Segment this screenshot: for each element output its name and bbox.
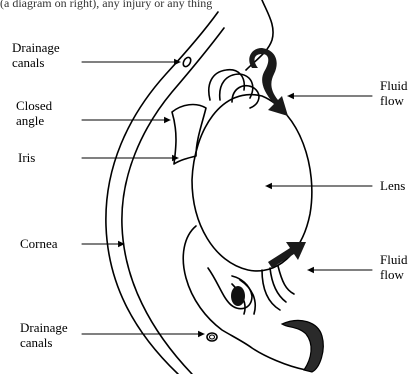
label-cornea: Cornea xyxy=(20,236,58,251)
fluid-flow-arrow-bottom xyxy=(268,242,306,268)
lower-fold-dark xyxy=(282,320,323,372)
label-iris: Iris xyxy=(18,150,35,165)
label-lens: Lens xyxy=(380,178,405,193)
cornea-inner xyxy=(122,28,224,374)
lower-ciliary xyxy=(208,268,252,309)
drainage-canal-top xyxy=(182,56,193,68)
lower-ciliary-dark xyxy=(231,286,245,306)
cornea-outer xyxy=(106,12,218,374)
drainage-canal-bottom xyxy=(207,333,217,341)
ciliary-body-top xyxy=(209,70,259,108)
